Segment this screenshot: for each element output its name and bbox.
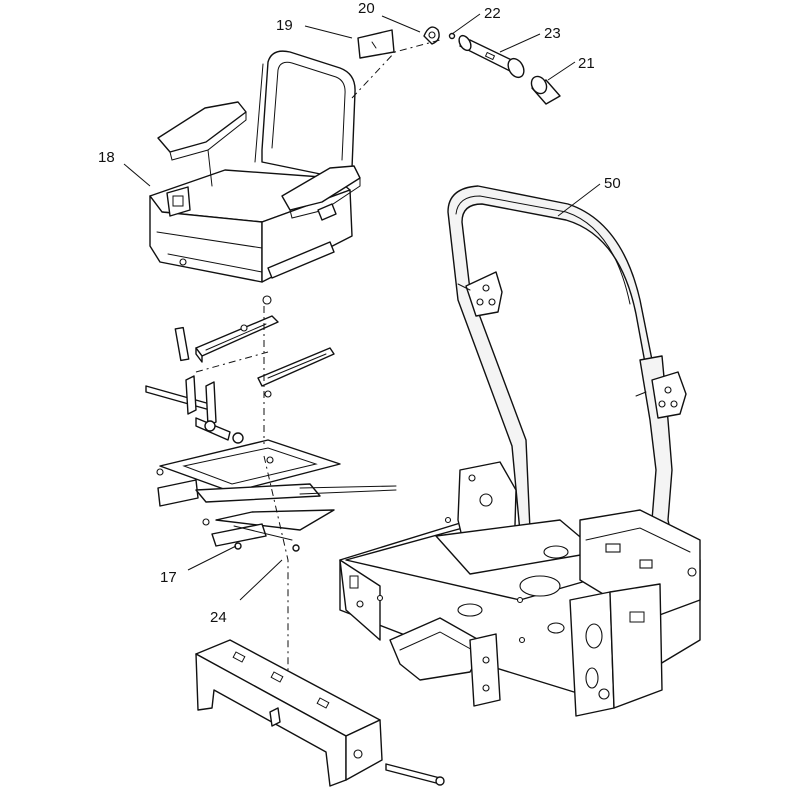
callout-labels: 19 20 22 23 21 18 50 17 24 bbox=[98, 0, 621, 626]
callout-21: 21 bbox=[578, 55, 595, 72]
callout-20: 20 bbox=[358, 0, 375, 17]
seat-assembly bbox=[149, 50, 361, 305]
seat-bracket-group bbox=[145, 315, 397, 552]
callout-50: 50 bbox=[604, 175, 621, 192]
decal-part bbox=[357, 29, 395, 59]
callout-24: 24 bbox=[210, 609, 227, 626]
seat-mount-bracket bbox=[195, 639, 445, 787]
callout-22: 22 bbox=[484, 5, 501, 22]
callout-leaders bbox=[123, 13, 601, 601]
callout-23: 23 bbox=[544, 25, 561, 42]
tractor-frame bbox=[339, 461, 701, 717]
cup-holder-hardware bbox=[423, 26, 561, 105]
callout-17: 17 bbox=[160, 569, 177, 586]
callout-18: 18 bbox=[98, 149, 115, 166]
callout-19: 19 bbox=[276, 17, 293, 34]
